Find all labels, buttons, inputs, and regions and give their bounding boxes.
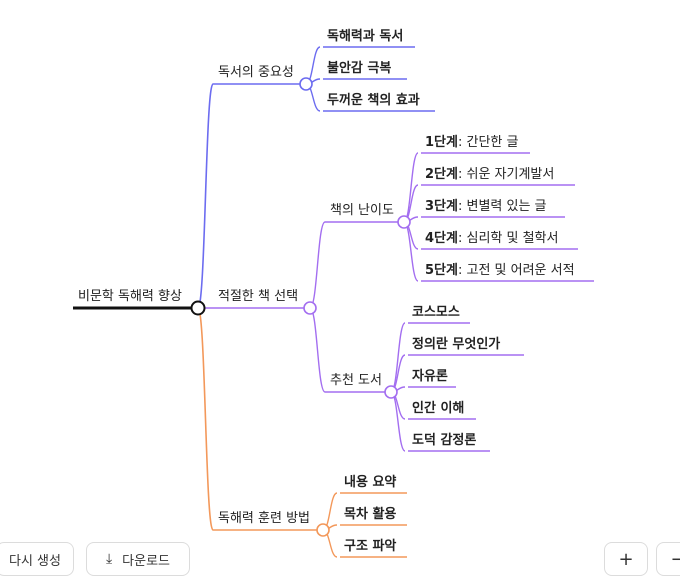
zoom-out-button[interactable]: − (656, 542, 680, 576)
regenerate-button[interactable]: 다시 생성 (0, 542, 74, 576)
branch-3-node (316, 523, 330, 537)
sub-2-leaf-4: 인간 이해 (412, 400, 464, 416)
sub-1-leaf-3: 3단계: 변별력 있는 글 (425, 198, 547, 214)
sub-2-leaf-5: 도덕 감정론 (412, 432, 476, 448)
sub-1-leaf-4: 4단계: 심리학 및 철학서 (425, 230, 558, 246)
sub-1-node (397, 215, 411, 229)
sub-2-leaf-link-5 (390, 391, 406, 452)
branch-3-leaf-3: 구조 파악 (344, 538, 396, 554)
root-node (190, 300, 206, 316)
branch-1-node (299, 77, 313, 91)
branch-3-leaf-2: 목차 활용 (344, 506, 396, 522)
zoom-in-icon: + (618, 548, 634, 570)
sub-1-leaf-1: 1단계: 간단한 글 (425, 134, 518, 150)
sub-1-leaf-link-5 (403, 221, 419, 282)
download-icon: ⤓ (105, 551, 113, 567)
branch-2-node (303, 301, 317, 315)
branch-2-label: 적절한 책 선택 (218, 289, 298, 304)
download-button[interactable]: ⤓ 다운로드 (86, 542, 190, 576)
sub-2-leaf-1: 코스모스 (412, 305, 460, 320)
sub-2-node (384, 385, 398, 399)
branch-1-label: 독서의 중요성 (218, 65, 294, 80)
sub-2-leaf-2: 정의란 무엇인가 (412, 336, 500, 352)
sub-1-leaf-2: 2단계: 쉬운 자기계발서 (425, 166, 554, 182)
sub-1-label: 책의 난이도 (330, 203, 394, 218)
branch-1-link (197, 83, 214, 309)
zoom-out-icon: − (670, 548, 680, 570)
root-label: 비문학 독해력 향상 (78, 289, 182, 304)
branch-3-link (197, 307, 214, 531)
sub-2-leaf-3: 자유론 (412, 369, 448, 384)
regenerate-label: 다시 생성 (9, 553, 61, 569)
sub-2-label: 추천 도서 (330, 373, 382, 388)
branch-1-leaf-3: 두꺼운 책의 효과 (327, 92, 420, 108)
sub-1-leaf-5: 5단계: 고전 및 어려운 서적 (425, 262, 575, 278)
branch-3-leaf-1: 내용 요약 (344, 474, 396, 490)
download-label: 다운로드 (122, 553, 171, 569)
sub-1-link (309, 221, 326, 309)
sub-2-link (309, 307, 326, 393)
branch-3-label: 독해력 훈련 방법 (218, 511, 310, 526)
branch-1-leaf-2: 불안감 극복 (327, 60, 391, 76)
branch-1-leaf-1: 독해력과 독서 (327, 28, 403, 44)
zoom-in-button[interactable]: + (604, 542, 648, 576)
